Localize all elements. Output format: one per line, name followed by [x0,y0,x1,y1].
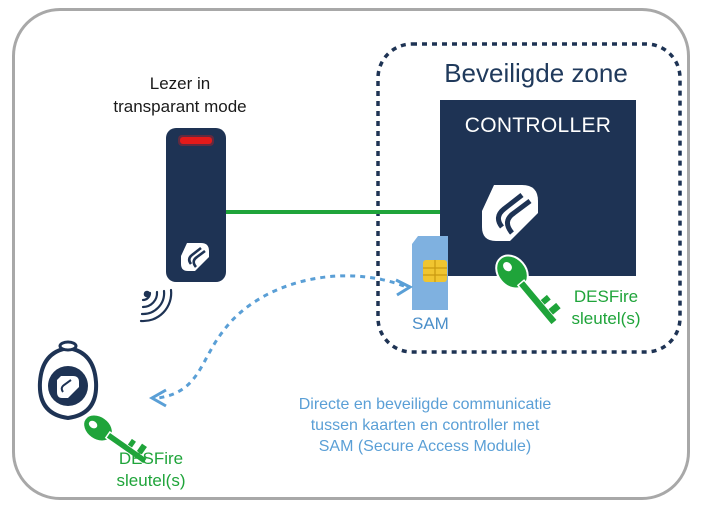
key-icon [495,254,561,327]
nfc-waves-icon [139,288,173,323]
communication-arrow [157,274,405,400]
reader-label: Lezer in transparant mode [113,74,247,116]
logo-icon [482,185,538,241]
communication-label: Directe en beveiligde communicatie tusse… [298,396,552,455]
controller-key-label: DESFire sleutel(s) [571,287,641,328]
sim-card-icon [412,236,448,310]
secure-zone-title: Beveiligde zone [444,58,628,88]
sam-label: SAM [412,314,449,333]
controller-title: CONTROLLER [464,114,612,137]
logo-icon [181,243,209,271]
reader-device [166,128,226,282]
key-icon [82,413,149,466]
badge-icon [37,340,99,421]
controller-box [440,100,636,276]
card-key-label: DESFire sleutel(s) [116,449,186,490]
reader-led [180,137,212,144]
